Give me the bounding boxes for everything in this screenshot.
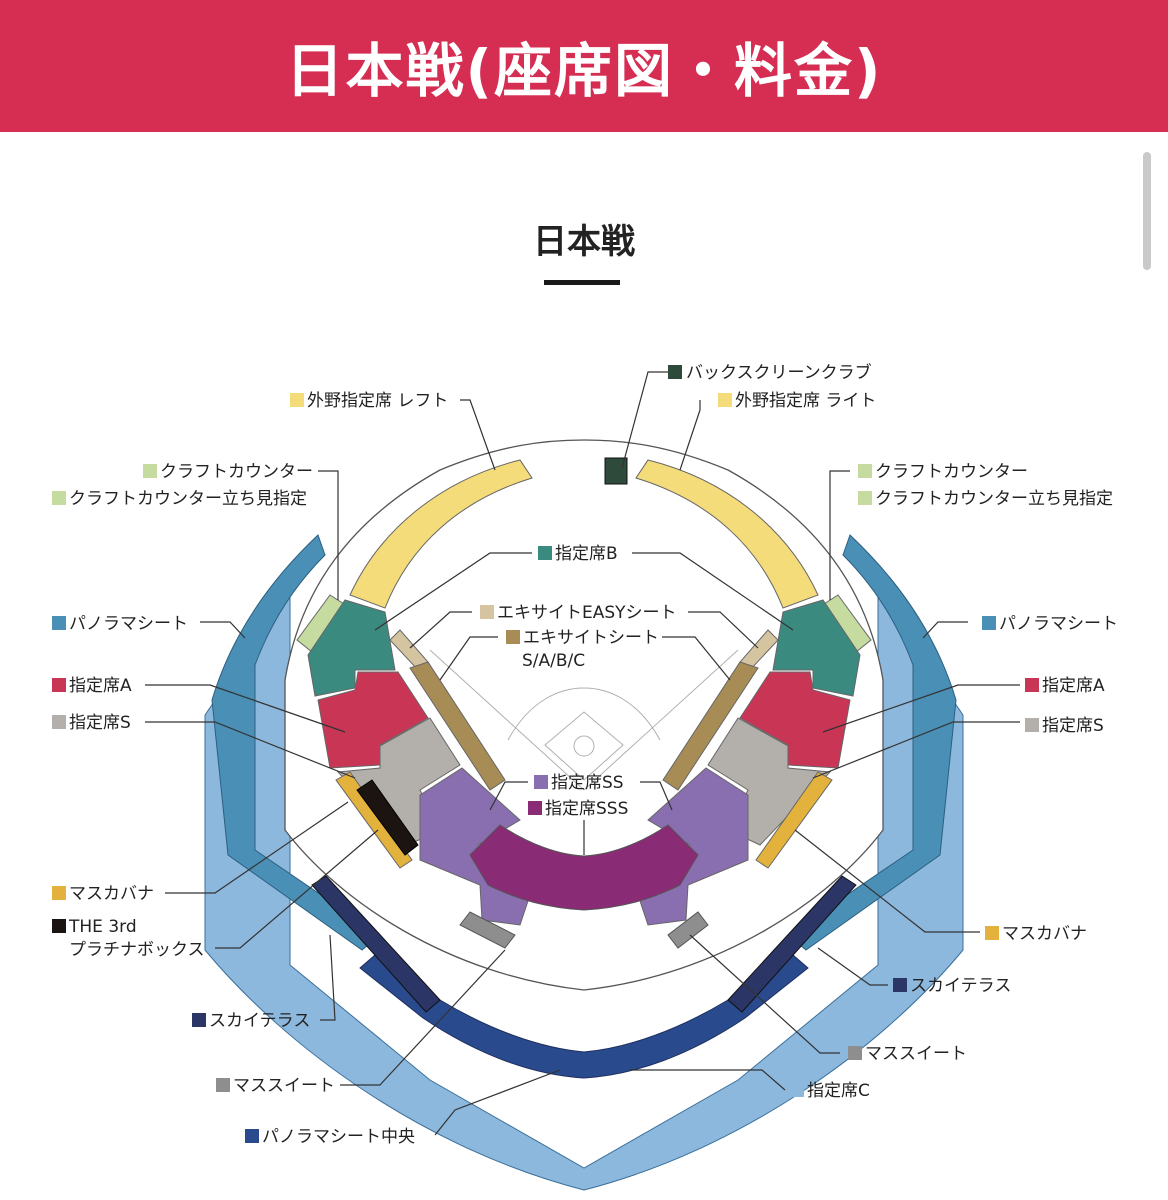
legend-swatch xyxy=(52,678,66,692)
legend-swatch xyxy=(718,393,732,407)
label-mass-suite-left: マススイート xyxy=(233,1076,335,1096)
label-seat-sss: 指定席SSS xyxy=(545,799,628,819)
legend-swatch xyxy=(143,464,157,478)
legend-swatch xyxy=(858,464,872,478)
legend-swatch xyxy=(848,1046,862,1060)
legend-swatch xyxy=(982,616,996,630)
legend-swatch xyxy=(1025,718,1039,732)
legend-swatch xyxy=(52,886,66,900)
label-masukabana-left: マスカバナ xyxy=(69,884,154,904)
label-craft-right: クラフトカウンター xyxy=(875,462,1028,482)
label-panorama-center: パノラマシート中央 xyxy=(262,1127,415,1147)
section-title: 日本戦 xyxy=(533,222,635,262)
zone-mass-suite-right[interactable] xyxy=(667,911,709,949)
baseball-field xyxy=(429,649,739,791)
label-mass-suite-right: マススイート xyxy=(865,1044,967,1064)
zone-sky-terrace-right[interactable] xyxy=(727,875,857,1013)
label-excite: エキサイトシート xyxy=(523,628,659,648)
zone-panorama-right[interactable] xyxy=(787,534,957,951)
zone-seat-b-left[interactable] xyxy=(307,599,396,697)
legend-swatch xyxy=(668,365,682,379)
legend-swatch xyxy=(506,630,520,644)
label-backscreen: バックスクリーンクラブ xyxy=(686,362,872,383)
title-underline xyxy=(544,280,620,285)
label-seat-b: 指定席B xyxy=(555,544,618,564)
legend-swatch xyxy=(480,605,494,619)
legend-swatch xyxy=(52,715,66,729)
label-craft-left: クラフトカウンター xyxy=(160,462,313,482)
page-header: 日本戦(座席図・料金) xyxy=(0,0,1168,132)
label-outfield-left: 外野指定席 レフト xyxy=(307,391,448,411)
zone-excite-left[interactable] xyxy=(409,661,506,791)
legend-labels: バックスクリーンクラブ 外野指定席 レフト 外野指定席 ライト クラフトカウンタ… xyxy=(52,362,1118,1147)
zone-panorama-left[interactable] xyxy=(211,534,381,951)
label-seat-s-left: 指定席S xyxy=(69,713,131,733)
label-craft-standing-right: クラフトカウンター立ち見指定 xyxy=(875,489,1113,509)
label-seat-s-right: 指定席S xyxy=(1042,716,1104,736)
legend-swatch xyxy=(52,919,66,933)
zone-seat-a-right[interactable] xyxy=(739,671,851,769)
legend-swatch xyxy=(534,775,548,789)
legend-swatch xyxy=(893,978,907,992)
legend-swatch xyxy=(290,393,304,407)
label-the-3rd-sub: プラチナボックス xyxy=(69,940,205,960)
label-sky-terrace-right: スカイテラス xyxy=(910,976,1011,996)
legend-swatch xyxy=(538,546,552,560)
label-excite-sub: S/A/B/C xyxy=(522,651,585,671)
label-excite-easy: エキサイトEASYシート xyxy=(497,603,677,623)
label-masukabana-right: マスカバナ xyxy=(1002,924,1087,944)
zone-the-3rd[interactable] xyxy=(356,779,419,856)
scrollbar-thumb[interactable] xyxy=(1143,152,1151,270)
zone-excite-right[interactable] xyxy=(662,661,759,791)
label-panorama-left: パノラマシート xyxy=(69,614,188,634)
legend-swatch xyxy=(985,926,999,940)
label-seat-a-left: 指定席A xyxy=(69,676,132,696)
zone-panorama-center[interactable] xyxy=(359,954,809,1079)
legend-swatch xyxy=(216,1078,230,1092)
label-seat-a-right: 指定席A xyxy=(1042,676,1105,696)
legend-swatch xyxy=(245,1129,259,1143)
legend-swatch xyxy=(1025,678,1039,692)
label-panorama-right: パノラマシート xyxy=(999,614,1118,634)
zone-seat-sss[interactable] xyxy=(469,824,699,911)
page-title: 日本戦(座席図・料金) xyxy=(285,37,883,105)
label-the-3rd: THE 3rd xyxy=(68,917,137,937)
zone-seat-c[interactable] xyxy=(204,588,964,1191)
legend-swatch xyxy=(52,616,66,630)
leader-lines xyxy=(145,371,1020,1136)
legend-swatch xyxy=(790,1083,804,1097)
legend-swatch xyxy=(192,1013,206,1027)
label-sky-terrace-left: スカイテラス xyxy=(209,1011,310,1031)
label-seat-c: 指定席C xyxy=(807,1081,870,1101)
zone-seat-a-left[interactable] xyxy=(317,671,429,769)
label-seat-ss: 指定席SS xyxy=(551,773,624,793)
legend-swatch xyxy=(528,801,542,815)
zone-outfield-right[interactable] xyxy=(635,459,819,609)
legend-swatch xyxy=(858,491,872,505)
zone-seat-b-right[interactable] xyxy=(772,599,861,697)
legend-swatch xyxy=(52,491,66,505)
zone-mass-suite-left[interactable] xyxy=(459,911,516,949)
label-craft-standing-left: クラフトカウンター立ち見指定 xyxy=(69,489,307,509)
zone-outfield-left[interactable] xyxy=(349,459,533,609)
zone-backscreen-club[interactable] xyxy=(604,457,628,485)
label-outfield-right: 外野指定席 ライト xyxy=(735,391,876,411)
